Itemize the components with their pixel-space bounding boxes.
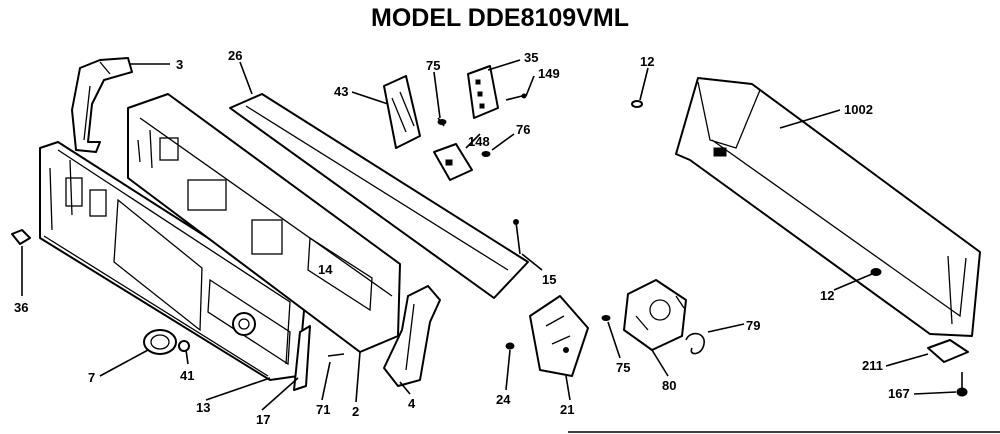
console-frame-part-2 <box>127 93 401 353</box>
switch-part-148 <box>433 143 473 181</box>
callout-35: 35 <box>524 50 538 65</box>
callout-76: 76 <box>516 122 530 137</box>
plug-part-12-right <box>870 268 882 276</box>
leader-lines <box>21 59 957 411</box>
clip-part-41 <box>178 340 190 352</box>
callout-167: 167 <box>888 386 910 401</box>
timer-knob-part-7 <box>143 329 177 355</box>
front-control-panel-part-13 <box>39 141 306 381</box>
callout-15: 15 <box>542 272 556 287</box>
callout-1002: 1002 <box>844 102 873 117</box>
callout-2: 2 <box>352 404 359 419</box>
callout-12-right: 12 <box>820 288 834 303</box>
callout-75-top: 75 <box>426 58 440 73</box>
left-end-cap-part-3 <box>71 57 133 153</box>
callout-75-bottom: 75 <box>616 360 630 375</box>
callout-79: 79 <box>746 318 760 333</box>
screw-part-149 <box>505 93 527 101</box>
callout-36: 36 <box>14 300 28 315</box>
callout-14: 14 <box>318 262 333 277</box>
callout-80: 80 <box>662 378 676 393</box>
top-trim-strip-part-26 <box>229 93 529 299</box>
screw-part-75-bottom <box>601 315 611 321</box>
bracket-part-211 <box>927 339 969 363</box>
button-strip-part-17 <box>293 325 311 391</box>
callout-12-top: 12 <box>640 54 654 69</box>
callout-7: 7 <box>88 370 95 385</box>
screw-part-71 <box>327 353 345 357</box>
callout-43: 43 <box>334 84 348 99</box>
callout-41: 41 <box>180 368 194 383</box>
wire-part-79 <box>685 332 705 355</box>
callout-4: 4 <box>408 396 416 411</box>
model-title: MODEL DDE8109VML <box>371 4 629 32</box>
callout-24: 24 <box>496 392 511 407</box>
right-end-cap-part-4 <box>383 285 441 387</box>
callout-13: 13 <box>196 400 210 415</box>
callout-71: 71 <box>316 402 330 417</box>
bracket-part-43 <box>383 75 421 149</box>
screw-part-75-top <box>437 117 447 127</box>
console-housing-part-1002 <box>675 77 981 337</box>
callout-211: 211 <box>862 358 883 373</box>
clip-part-24 <box>505 342 515 350</box>
callout-3: 3 <box>176 57 183 72</box>
callout-17: 17 <box>256 412 270 427</box>
screw-part-15 <box>513 219 521 255</box>
callout-149: 149 <box>538 66 560 81</box>
screw-part-167 <box>956 372 968 397</box>
circuit-board-part-21 <box>529 295 589 377</box>
callout-148: 148 <box>468 134 490 149</box>
callout-26: 26 <box>228 48 242 63</box>
screw-part-76 <box>481 151 491 157</box>
switch-block-part-35 <box>467 65 499 119</box>
callout-21: 21 <box>560 402 574 417</box>
timer-motor-part-80 <box>623 279 687 351</box>
plug-part-12-top <box>631 100 643 108</box>
knob-part-36 <box>11 229 31 245</box>
